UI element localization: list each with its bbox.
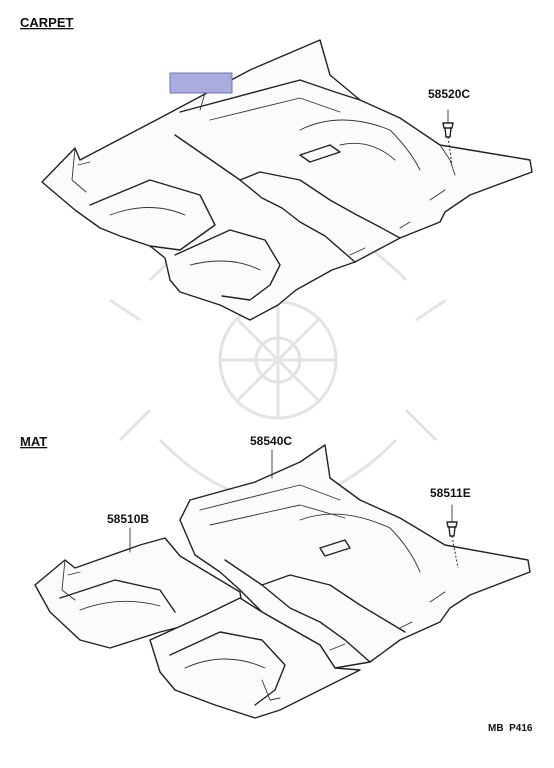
page-reference: MB P416: [488, 723, 533, 734]
section-title-mat: MAT: [20, 434, 47, 449]
highlight-box: [169, 72, 233, 94]
carpet-drawing: [41, 39, 533, 321]
mat-front-drawing: [34, 537, 361, 719]
carpet-clip-icon: [442, 109, 454, 166]
section-title-carpet: CARPET: [20, 15, 74, 30]
mat-rear-drawing: [179, 444, 531, 669]
part-label-58520c: 58520C: [428, 87, 470, 101]
part-label-58511e: 58511E: [430, 486, 471, 500]
mat-clip-icon: [446, 504, 459, 569]
part-label-58510b: 58510B: [107, 512, 149, 526]
part-label-58540c: 58540C: [250, 434, 292, 448]
